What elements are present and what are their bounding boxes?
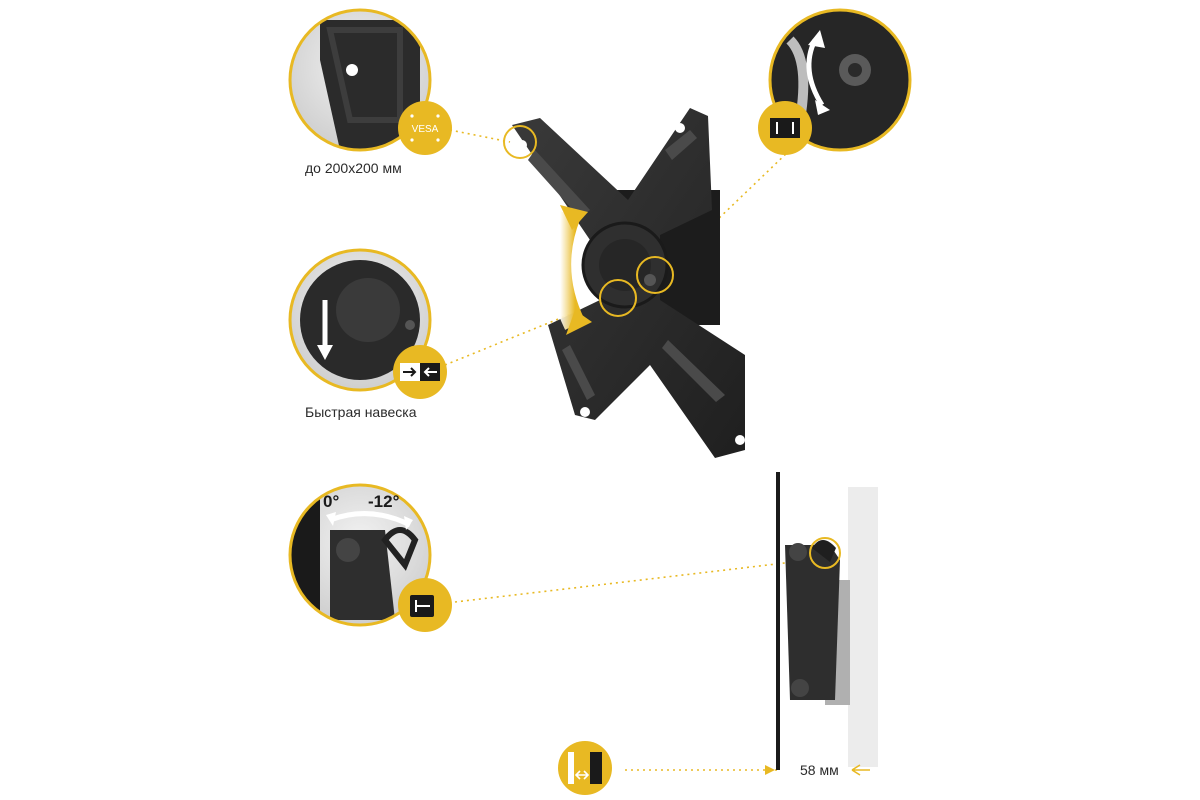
lock-screw [644, 274, 656, 286]
tilt-block [785, 545, 840, 700]
wall-surface [848, 487, 878, 767]
rotation-arrow [549, 210, 585, 330]
highlight-screw [636, 256, 674, 294]
tilt-angle-max: -12° [368, 492, 400, 511]
caption-depth: 58 мм [800, 762, 839, 778]
connector-vesa [449, 129, 511, 143]
mount-hole [580, 407, 590, 417]
vesa-badge-label: VESA [412, 124, 439, 135]
wall-depth-badge [558, 741, 612, 795]
zoom-vesa [288, 8, 452, 155]
depth-arrow-right [851, 764, 870, 776]
mount-hole [675, 123, 685, 133]
zoom-quick-mount [288, 248, 447, 399]
caption-quick-mount: Быстрая навеска [305, 404, 417, 420]
zoom-rotation [758, 8, 912, 155]
highlight-tilt [809, 537, 841, 569]
caption-vesa-size: до 200x200 мм [305, 160, 402, 176]
tilt-hook [812, 540, 836, 562]
highlight-vesa [503, 125, 537, 159]
bracket-front-view [503, 108, 745, 458]
tilt-angle-zero: 0° [323, 492, 340, 511]
tv-panel-edge [776, 472, 780, 770]
connector-tilt [454, 559, 811, 603]
zoom-tilt [288, 483, 452, 632]
wall-depth-icon [558, 741, 612, 795]
highlight-hook [599, 279, 637, 317]
bracket-side-view [765, 472, 878, 776]
mount-hole [517, 140, 527, 150]
mount-hole [735, 435, 745, 445]
